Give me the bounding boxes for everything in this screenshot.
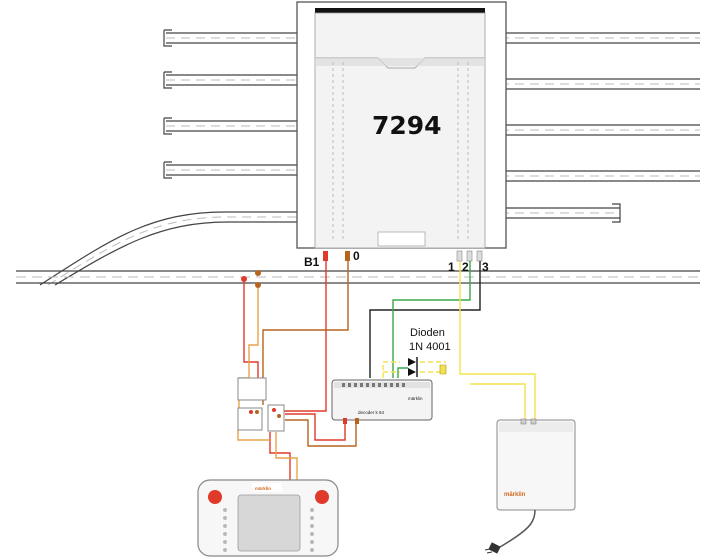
- left-track-1: [163, 29, 315, 47]
- wires: [237, 261, 536, 480]
- power-cord: [499, 509, 536, 548]
- left-track-4: [163, 161, 315, 179]
- decoder-k84: decoder k 84 märklin: [331, 379, 433, 424]
- terminal-label-3: 3: [482, 260, 489, 274]
- wire-diode-yellow: [382, 361, 446, 378]
- wire-3-black: [369, 261, 481, 378]
- wire-b1-red: [282, 261, 327, 412]
- left-stub-tracks: [163, 29, 315, 179]
- right-track-1: [485, 32, 700, 44]
- track-feeder: [241, 270, 261, 288]
- wire-control-orange: [275, 432, 298, 480]
- turntable-model-number: 7294: [372, 111, 442, 140]
- terminal-label-b1: B1: [304, 255, 320, 269]
- right-track-5: [485, 203, 621, 223]
- stop-button-right[interactable]: [315, 490, 329, 504]
- terminal-socket-0: [345, 251, 350, 261]
- diode-plug-icon: [439, 364, 447, 375]
- diode-2: [408, 367, 418, 377]
- wire-decoder-green: [397, 367, 408, 378]
- stop-button-left[interactable]: [208, 490, 222, 504]
- turntable-terminals: B1 0 1 2 3: [304, 249, 489, 274]
- wire-dist-decoder-red: [285, 413, 346, 441]
- left-track-2: [163, 71, 315, 89]
- right-track-4: [485, 170, 700, 182]
- transformer-brand: märklin: [504, 492, 526, 498]
- right-track-2: [485, 78, 700, 90]
- turntable: 7294: [296, 1, 507, 249]
- diodes: Dioden 1N 4001: [408, 327, 451, 377]
- main-track: [16, 270, 700, 284]
- transformer: märklin: [484, 418, 576, 554]
- terminal-label-1: 1: [448, 260, 455, 274]
- diode-1: [408, 357, 418, 367]
- right-track-3: [485, 124, 700, 136]
- control-unit: märklin: [197, 479, 339, 557]
- distributor-block: [237, 377, 285, 432]
- diode-label-2: 1N 4001: [409, 341, 451, 353]
- terminal-label-2: 2: [462, 260, 469, 274]
- wire-2-green: [392, 261, 471, 378]
- wire-1-yellow: [459, 261, 536, 420]
- wire-dist-decoder-brown: [285, 419, 357, 447]
- curved-track: [39, 211, 315, 286]
- decoder-brand: märklin: [408, 396, 423, 401]
- right-stub-tracks: [485, 32, 700, 223]
- left-track-3: [163, 117, 315, 135]
- wire-control-red: [269, 432, 291, 480]
- decoder-label: decoder k 84: [358, 410, 385, 415]
- wire-0-brown: [262, 261, 349, 405]
- terminal-socket-b1: [323, 251, 328, 261]
- power-plug-icon: [484, 542, 501, 554]
- control-brand: märklin: [255, 486, 271, 491]
- wire-transformer-yellow: [470, 383, 526, 420]
- terminal-label-0: 0: [353, 249, 360, 263]
- diode-label-1: Dioden: [410, 327, 445, 339]
